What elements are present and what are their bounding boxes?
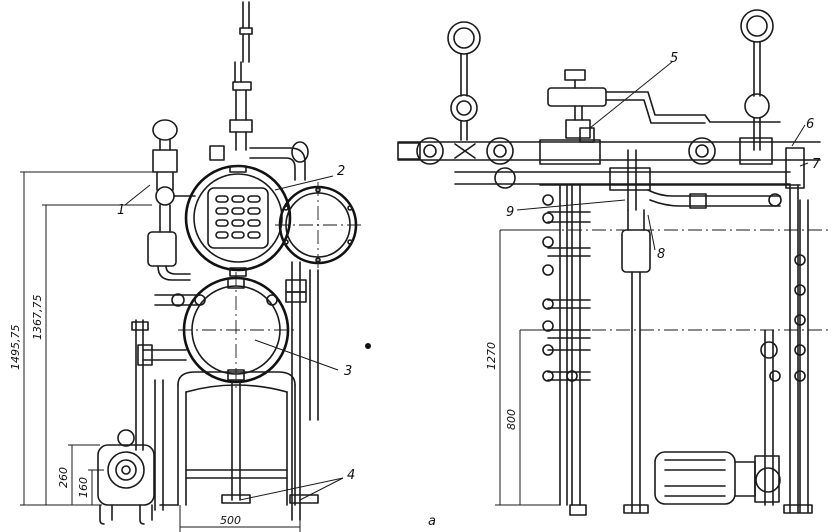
left-view (20, 1, 362, 532)
callout-7: 7 (812, 157, 821, 172)
base-motor (654, 451, 781, 505)
right-risers (285, 261, 319, 521)
left-valve-column (152, 119, 196, 233)
left-risers (131, 319, 187, 511)
pump-motor (97, 429, 179, 525)
central-column (621, 209, 651, 514)
tube-grid (215, 195, 261, 239)
dim-total-height: 1495,75 (9, 325, 22, 371)
callout-3: 3 (344, 364, 352, 379)
callout-6: 6 (806, 117, 814, 132)
callout-9: 9 (506, 205, 514, 220)
callout-8: 8 (657, 247, 665, 262)
top-elbow-pipe (209, 141, 309, 181)
cross-pipes (647, 189, 781, 209)
panel-letter: a (428, 514, 436, 529)
callout-labels: 1 2 3 4 5 6 7 8 9 a (117, 51, 821, 529)
callout-1: 1 (117, 203, 125, 218)
side-vessel (275, 182, 362, 268)
center-lines (520, 229, 830, 331)
right-leaders (516, 61, 809, 251)
left-dimension-lines (20, 171, 301, 532)
left-leaders (124, 175, 344, 501)
left-small-vessel (147, 231, 201, 307)
dim-pump-height-1: 260 (57, 467, 70, 488)
ink-dot (365, 343, 371, 349)
right-frame-column (760, 184, 813, 514)
dim-pump-height-2: 160 (77, 477, 90, 498)
upper-vessel (184, 164, 292, 277)
dim-middle-height: 1270 (485, 342, 498, 370)
top-vent-pipe (229, 1, 253, 151)
gauge-left (447, 21, 481, 141)
dim-base-width: 500 (220, 514, 241, 527)
dim-lower-height: 800 (505, 409, 518, 430)
main-manifold (397, 127, 821, 189)
second-manifold (454, 149, 791, 211)
left-frame-column (539, 184, 801, 516)
right-view (397, 9, 830, 516)
callout-4: 4 (347, 468, 355, 483)
dimension-labels: 1495,75 1367,75 260 160 500 1270 800 (9, 295, 518, 528)
lower-vessel (178, 272, 296, 390)
stand-frame (177, 371, 319, 506)
callout-2: 2 (337, 164, 345, 179)
right-dimension-lines (495, 229, 560, 506)
left-side-valves (542, 194, 578, 382)
callout-5: 5 (670, 51, 678, 66)
dim-upper-height: 1367,75 (31, 295, 44, 341)
gauge-right (740, 9, 774, 151)
